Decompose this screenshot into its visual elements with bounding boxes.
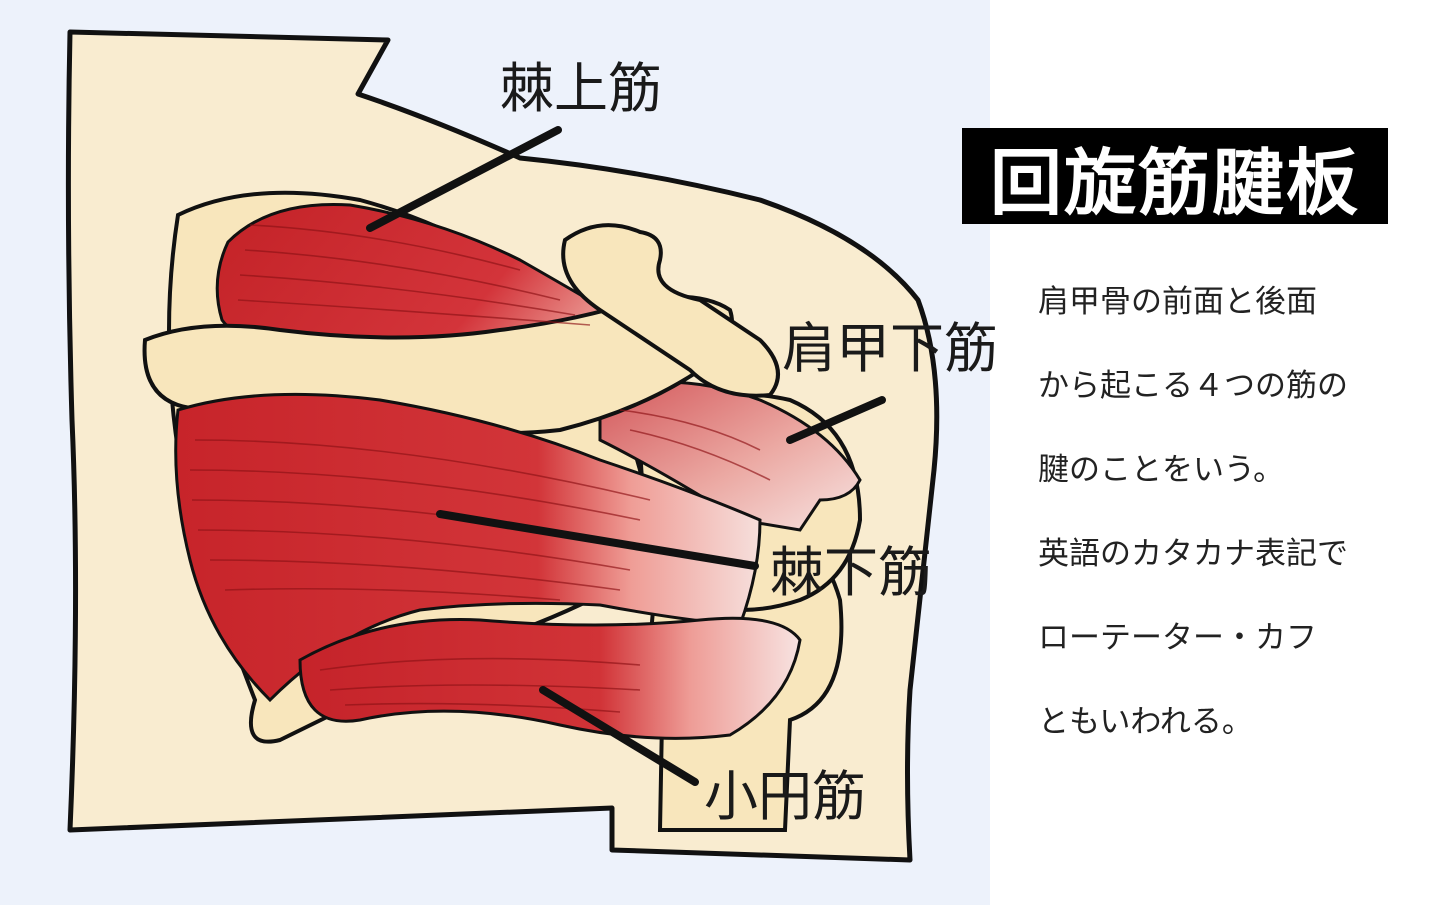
infraspinatus-muscle	[174, 392, 762, 703]
infraspinatus-leader-line	[436, 510, 759, 570]
teres-minor-leader-line	[539, 686, 699, 786]
description-line: ローテーター・カフ	[1038, 620, 1317, 656]
acromion	[561, 223, 780, 398]
muscle-fibers	[189, 224, 771, 713]
description-line: から起こる４つの筋の	[1038, 368, 1348, 404]
description-line: 腱のことをいう。	[1038, 452, 1285, 488]
description-line: ともいわれる。	[1038, 704, 1253, 740]
supraspinatus-leader-line	[366, 126, 562, 232]
label-subscapularis: 肩甲下筋	[782, 317, 998, 380]
label-infraspinatus: 棘下筋	[770, 541, 932, 604]
teres-minor-muscle	[298, 616, 802, 740]
subscapularis-leader-line	[786, 396, 886, 444]
subscapularis-muscle	[598, 380, 862, 532]
description: 肩甲骨の前面と後面 から起こる４つの筋の 腱のことをいう。 英語のカタカナ表記で…	[1038, 276, 1438, 780]
label-supraspinatus: 棘上筋	[500, 57, 662, 120]
label-teres-minor: 小円筋	[704, 765, 866, 828]
description-line: 肩甲骨の前面と後面	[1038, 284, 1317, 320]
description-line: 英語のカタカナ表記で	[1038, 536, 1348, 572]
page-title: 回旋筋腱板	[962, 128, 1388, 225]
